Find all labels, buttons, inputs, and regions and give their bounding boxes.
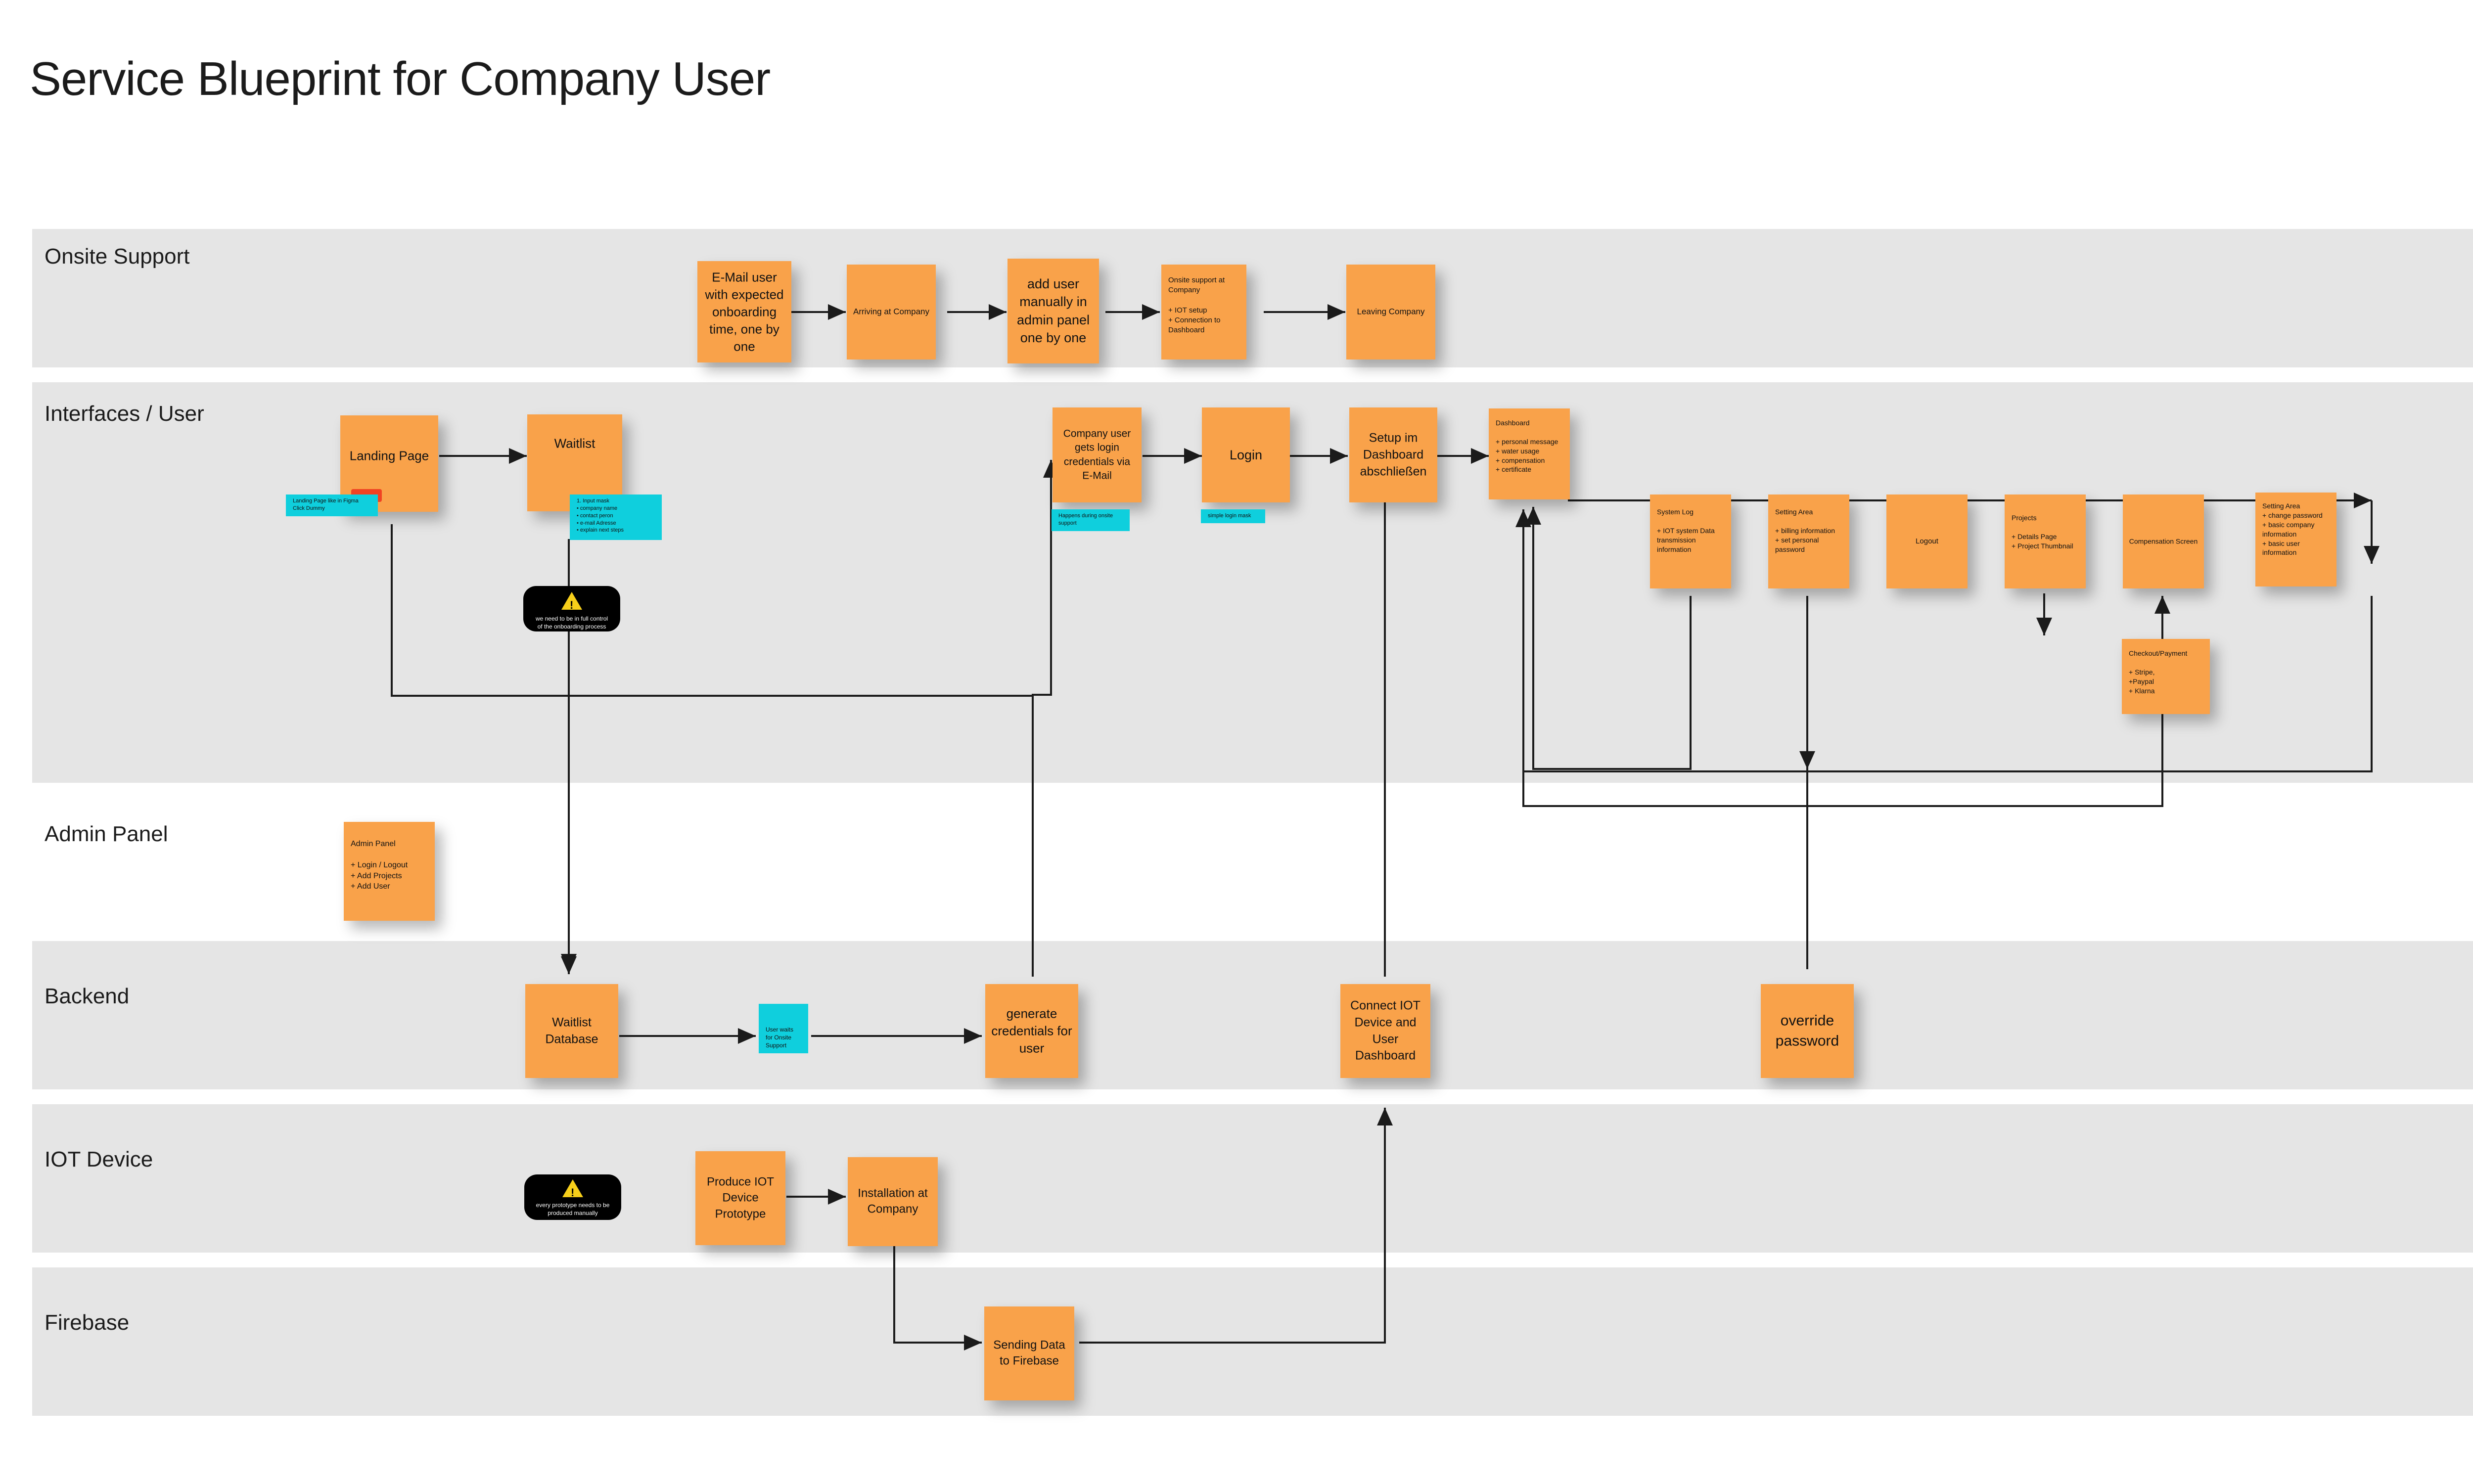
note-text: Landing Page <box>349 448 429 463</box>
warning-icon-bang: ! <box>571 1186 575 1199</box>
note-text: every prototype needs to be produced man… <box>536 1202 610 1217</box>
note-connect-iot-device[interactable]: Connect IOT Device and User Dashboard <box>1340 984 1430 1078</box>
page-title: Service Blueprint for Company User <box>30 52 771 105</box>
note-installation-at-company[interactable]: Installation at Company <box>848 1157 938 1246</box>
warning-icon <box>562 1179 583 1197</box>
note-produce-iot-prototype[interactable]: Produce IOT Device Prototype <box>695 1151 785 1245</box>
note-text: generate credentials for user <box>991 1006 1072 1056</box>
note-text: Produce IOT Device Prototype <box>706 1175 775 1221</box>
lane-label-admin-panel: Admin Panel <box>45 822 168 846</box>
note-landing-page-hint[interactable]: Landing Page like in Figma Click Dummy <box>286 495 378 516</box>
note-text: override password <box>1775 1012 1839 1049</box>
lane-label-firebase: Firebase <box>45 1310 130 1335</box>
note-text: Waitlist <box>554 436 595 451</box>
note-text: Company user gets login credentials via … <box>1063 428 1131 482</box>
warning-icon <box>561 592 582 610</box>
note-text: User waits for Onsite Support <box>766 1026 794 1049</box>
note-text: Connect IOT Device and User Dashboard <box>1350 998 1420 1063</box>
note-sending-data-to-firebase[interactable]: Sending Data to Firebase <box>984 1306 1074 1400</box>
note-warning-onboarding-control[interactable]: ! we need to be in full control of the o… <box>523 586 620 631</box>
note-text: Compensation Screen <box>2129 537 2198 545</box>
note-add-user-manually[interactable]: add user manually in admin panel one by … <box>1008 259 1099 363</box>
note-text: Logout <box>1916 537 1938 545</box>
note-text: Sending Data to Firebase <box>993 1338 1065 1368</box>
note-text: System Log + IOT system Data transmissio… <box>1657 508 1715 553</box>
note-projects[interactable]: Projects + Details Page + Project Thumbn… <box>2005 495 2086 588</box>
note-text: add user manually in admin panel one by … <box>1016 276 1090 346</box>
lane-label-backend: Backend <box>45 984 130 1008</box>
note-text: Leaving Company <box>1357 307 1425 316</box>
note-setting-area-account[interactable]: Setting Area + change password + basic c… <box>2255 493 2336 586</box>
note-text: we need to be in full control of the onb… <box>535 615 608 630</box>
note-login-hint[interactable]: simple login mask <box>1201 509 1265 523</box>
lane-label-onsite-support: Onsite Support <box>45 244 190 269</box>
lane-band-iot-device <box>32 1104 2473 1253</box>
note-arriving-at-company[interactable]: Arriving at Company <box>847 265 936 360</box>
note-email-user[interactable]: E-Mail user with expected onboarding tim… <box>697 261 791 362</box>
note-text: Onsite support at Company + IOT setup + … <box>1168 276 1225 335</box>
lane-band-backend <box>32 941 2473 1089</box>
note-text: Dashboard + personal message + water usa… <box>1496 419 1558 474</box>
note-checkout-payment[interactable]: Checkout/Payment + Stripe, +Paypal + Kla… <box>2122 639 2210 714</box>
note-dashboard[interactable]: Dashboard + personal message + water usa… <box>1489 408 1570 499</box>
lane-label-interfaces-user: Interfaces / User <box>45 402 204 426</box>
warning-icon-bang: ! <box>570 599 574 611</box>
note-onsite-support-at-company[interactable]: Onsite support at Company + IOT setup + … <box>1161 265 1246 360</box>
note-text: Checkout/Payment + Stripe, +Paypal + Kla… <box>2129 649 2188 695</box>
note-leaving-company[interactable]: Leaving Company <box>1346 265 1435 360</box>
note-setup-im-dashboard[interactable]: Setup im Dashboard abschließen <box>1349 407 1437 502</box>
note-credentials-hint[interactable]: Happens during onsite support <box>1052 509 1130 531</box>
note-text: simple login mask <box>1208 513 1251 519</box>
note-text: Admin Panel + Login / Logout + Add Proje… <box>351 840 408 891</box>
note-admin-panel[interactable]: Admin Panel + Login / Logout + Add Proje… <box>344 822 435 921</box>
note-waitlist-hint[interactable]: 1. Input mask • company name • contact p… <box>570 495 662 540</box>
note-text: Landing Page like in Figma Click Dummy <box>293 498 359 511</box>
note-text: Projects + Details Page + Project Thumbn… <box>2012 514 2073 550</box>
note-text: 1. Input mask • company name • contact p… <box>577 498 624 534</box>
note-text: Happens during onsite support <box>1058 513 1113 526</box>
note-text: Waitlist Database <box>545 1015 598 1046</box>
note-user-waits-hint[interactable]: User waits for Onsite Support <box>759 1004 808 1053</box>
note-text: Setup im Dashboard abschließen <box>1360 431 1427 478</box>
note-text: Setting Area + billing information + set… <box>1775 508 1835 553</box>
note-login[interactable]: Login <box>1202 407 1290 502</box>
note-generate-credentials[interactable]: generate credentials for user <box>985 984 1078 1078</box>
note-text: Installation at Company <box>858 1186 928 1216</box>
note-warning-prototype-manual[interactable]: ! every prototype needs to be produced m… <box>524 1174 621 1220</box>
note-text: Setting Area + change password + basic c… <box>2262 502 2323 557</box>
note-system-log[interactable]: System Log + IOT system Data transmissio… <box>1650 495 1731 588</box>
note-setting-area-billing[interactable]: Setting Area + billing information + set… <box>1768 495 1849 588</box>
lane-band-onsite-support <box>32 229 2473 367</box>
note-text: Login <box>1229 447 1263 462</box>
note-company-user-credentials[interactable]: Company user gets login credentials via … <box>1053 407 1142 502</box>
note-compensation-screen[interactable]: Compensation Screen <box>2123 495 2204 588</box>
lane-band-firebase <box>32 1267 2473 1416</box>
lane-label-iot-device: IOT Device <box>45 1147 153 1171</box>
note-logout[interactable]: Logout <box>1886 495 1968 588</box>
note-override-password[interactable]: override password <box>1761 984 1854 1078</box>
note-waitlist-database[interactable]: Waitlist Database <box>525 984 618 1078</box>
note-text: E-Mail user with expected onboarding tim… <box>705 269 784 354</box>
note-text: Arriving at Company <box>853 307 929 316</box>
